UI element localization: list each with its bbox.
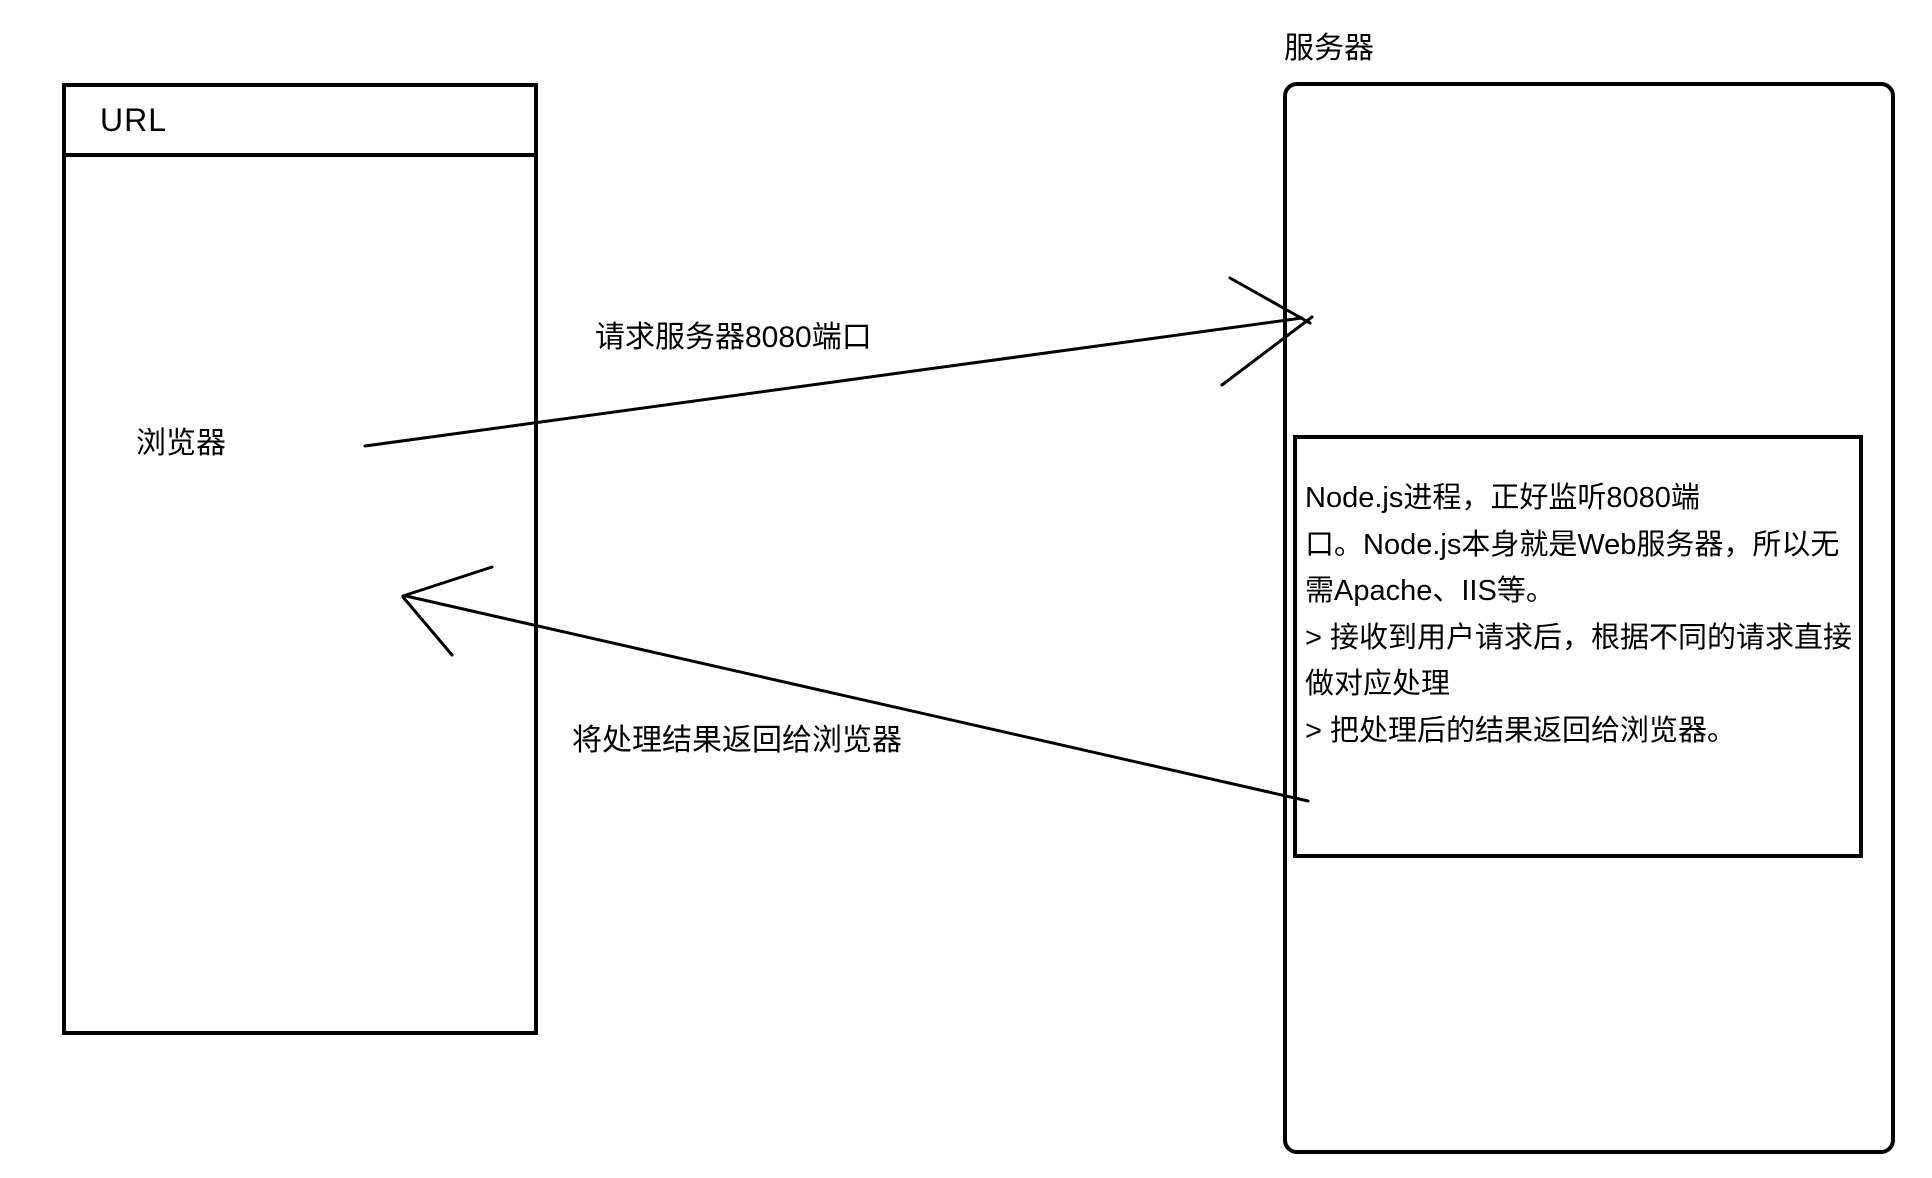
browser-box-header: URL: [66, 87, 534, 157]
request-arrow-label: 请求服务器8080端口: [595, 321, 872, 354]
note-line: Node.js进程，正好监听8080端: [1305, 482, 1700, 514]
response-arrow: [401, 565, 1310, 803]
response-arrow-label: 将处理结果返回给浏览器: [572, 724, 902, 757]
note-line: 做对应处理: [1305, 668, 1451, 700]
server-note-text: Node.js进程，正好监听8080端 口。Node.js本身就是Web服务器，…: [1297, 439, 1859, 754]
browser-label: 浏览器: [136, 427, 226, 460]
note-line: 需Apache、IIS等。: [1305, 575, 1555, 607]
browser-box: URL: [62, 83, 538, 1035]
note-line: > 把处理后的结果返回给浏览器。: [1305, 714, 1736, 747]
browser-url-header-label: URL: [100, 101, 168, 138]
server-title: 服务器: [1284, 32, 1374, 65]
note-line: > 接收到用户请求后，根据不同的请求直接: [1305, 621, 1852, 654]
note-line: 口。Node.js本身就是Web服务器，所以无: [1305, 528, 1840, 561]
server-note-box: Node.js进程，正好监听8080端 口。Node.js本身就是Web服务器，…: [1293, 435, 1863, 858]
